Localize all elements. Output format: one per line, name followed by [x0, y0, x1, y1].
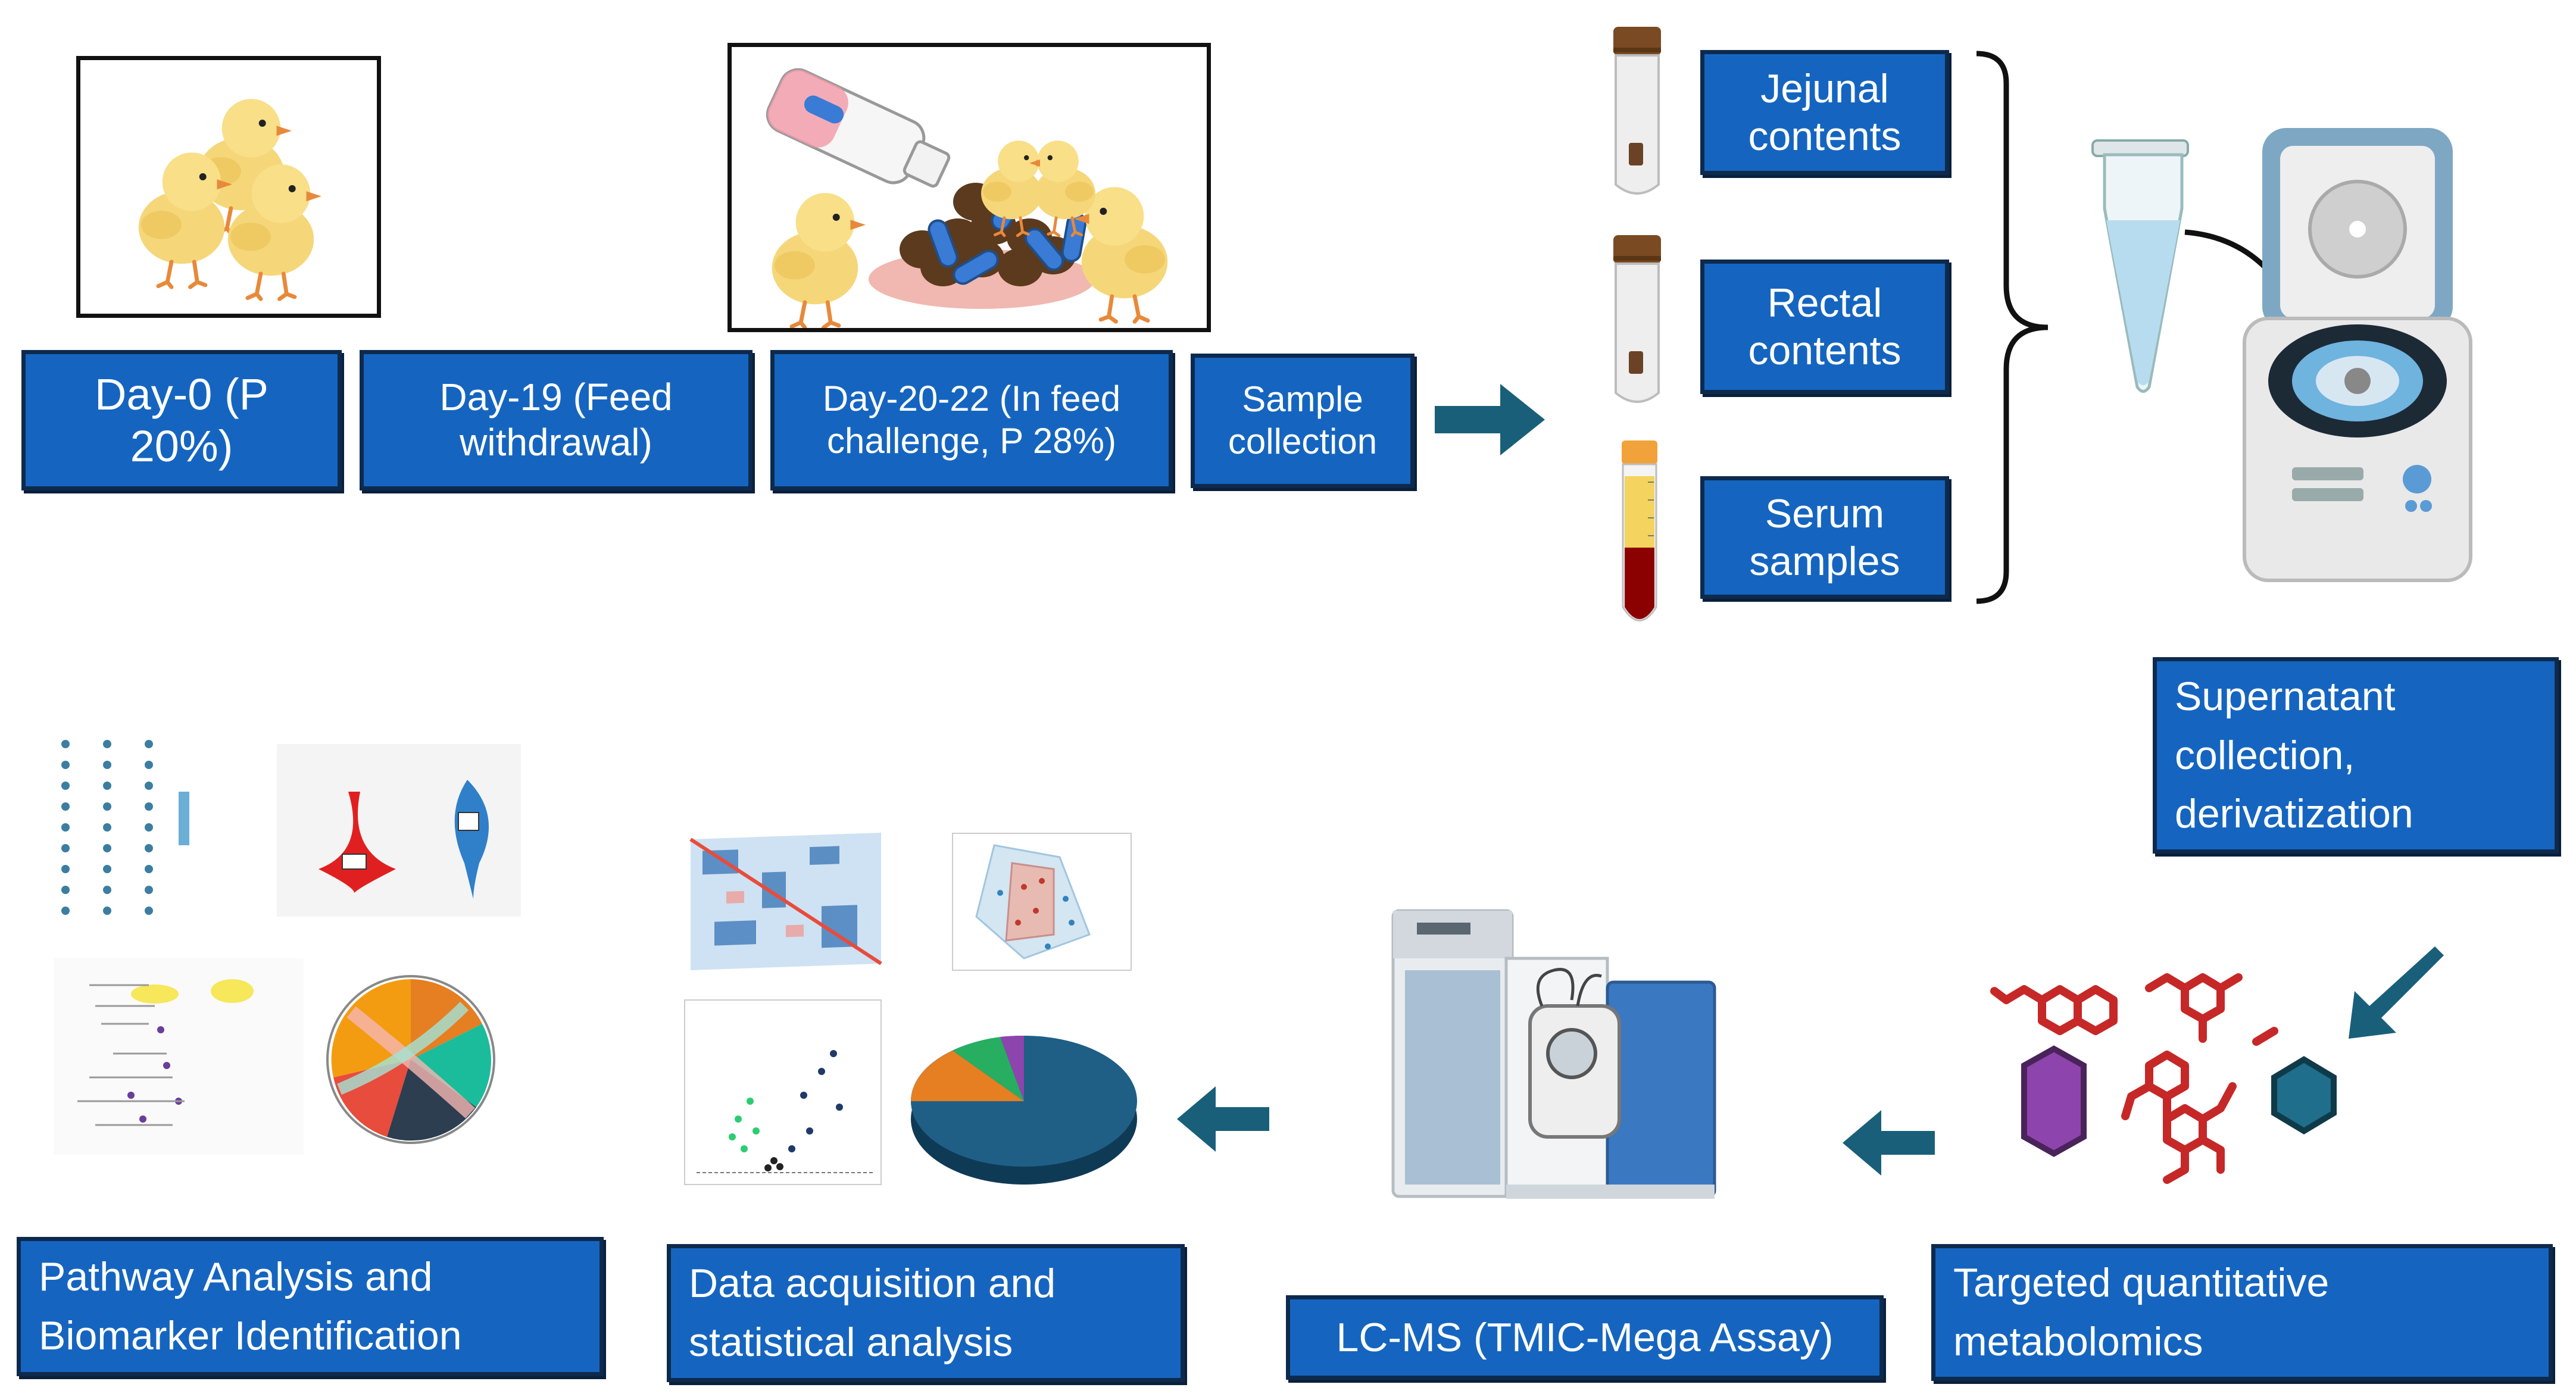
sample-collection-label: Sample collection	[1228, 379, 1378, 461]
sample-collection-box: Sample collection	[1191, 354, 1415, 488]
rectal-tube-icon	[1613, 235, 1661, 403]
metabolite-structures-icon	[1990, 973, 2337, 1184]
targeted-label: Targeted quantitative metabolomics	[1953, 1260, 2330, 1364]
chicks-feeding-icon	[766, 68, 1207, 328]
microcentrifuge-tube-icon	[2091, 139, 2189, 393]
serum-box: Serum samples	[1700, 476, 1949, 599]
serum-label: Serum samples	[1749, 490, 1900, 584]
pathway-box: Pathway Analysis and Biomarker Identific…	[17, 1237, 604, 1376]
jejunal-tube-icon	[1613, 27, 1661, 195]
day20-label: Day-20-22 (In feed challenge, P 28%)	[822, 379, 1121, 461]
rectal-label: Rectal contents	[1748, 280, 1901, 373]
centrifuge-icon	[2243, 128, 2472, 582]
statistics-plots-icon	[684, 832, 1137, 1185]
lc-ms-instrument-icon	[1391, 909, 1716, 1199]
arrow-left-icon	[1177, 1086, 1269, 1152]
day19-label: Day-19 (Feed withdrawal)	[439, 376, 673, 464]
supernatant-label: Supernatant collection, derivatization	[2175, 674, 2413, 837]
pathway-label: Pathway Analysis and Biomarker Identific…	[39, 1254, 462, 1358]
jejunal-box: Jejunal contents	[1700, 50, 1949, 175]
day19-box: Day-19 (Feed withdrawal)	[360, 350, 752, 490]
arrow-down-left-icon	[2349, 946, 2444, 1039]
challenge-panel	[727, 43, 1211, 332]
chicks-panel	[76, 56, 381, 318]
day0-box: Day-0 (P 20%)	[21, 350, 342, 490]
serum-tube-icon	[1622, 440, 1657, 621]
rectal-box: Rectal contents	[1700, 260, 1949, 394]
data-label: Data acquisition and statistical analysi…	[689, 1261, 1056, 1365]
arrow-right-icon	[1435, 384, 1545, 455]
supernatant-box: Supernatant collection, derivatization	[2153, 657, 2559, 854]
data-box: Data acquisition and statistical analysi…	[667, 1244, 1185, 1382]
lcms-box: LC-MS (TMIC-Mega Assay)	[1286, 1295, 1884, 1380]
day0-label: Day-0 (P 20%)	[95, 369, 268, 471]
lcms-label: LC-MS (TMIC-Mega Assay)	[1336, 1314, 1834, 1360]
day20-box: Day-20-22 (In feed challenge, P 28%)	[770, 350, 1173, 490]
brace-icon	[1976, 51, 2049, 604]
chicks-icon	[80, 60, 377, 314]
arrow-left-icon	[1843, 1110, 1935, 1176]
targeted-box: Targeted quantitative metabolomics	[1931, 1244, 2553, 1381]
pathway-plots-icon	[54, 740, 521, 1155]
jejunal-label: Jejunal contents	[1748, 65, 1901, 159]
